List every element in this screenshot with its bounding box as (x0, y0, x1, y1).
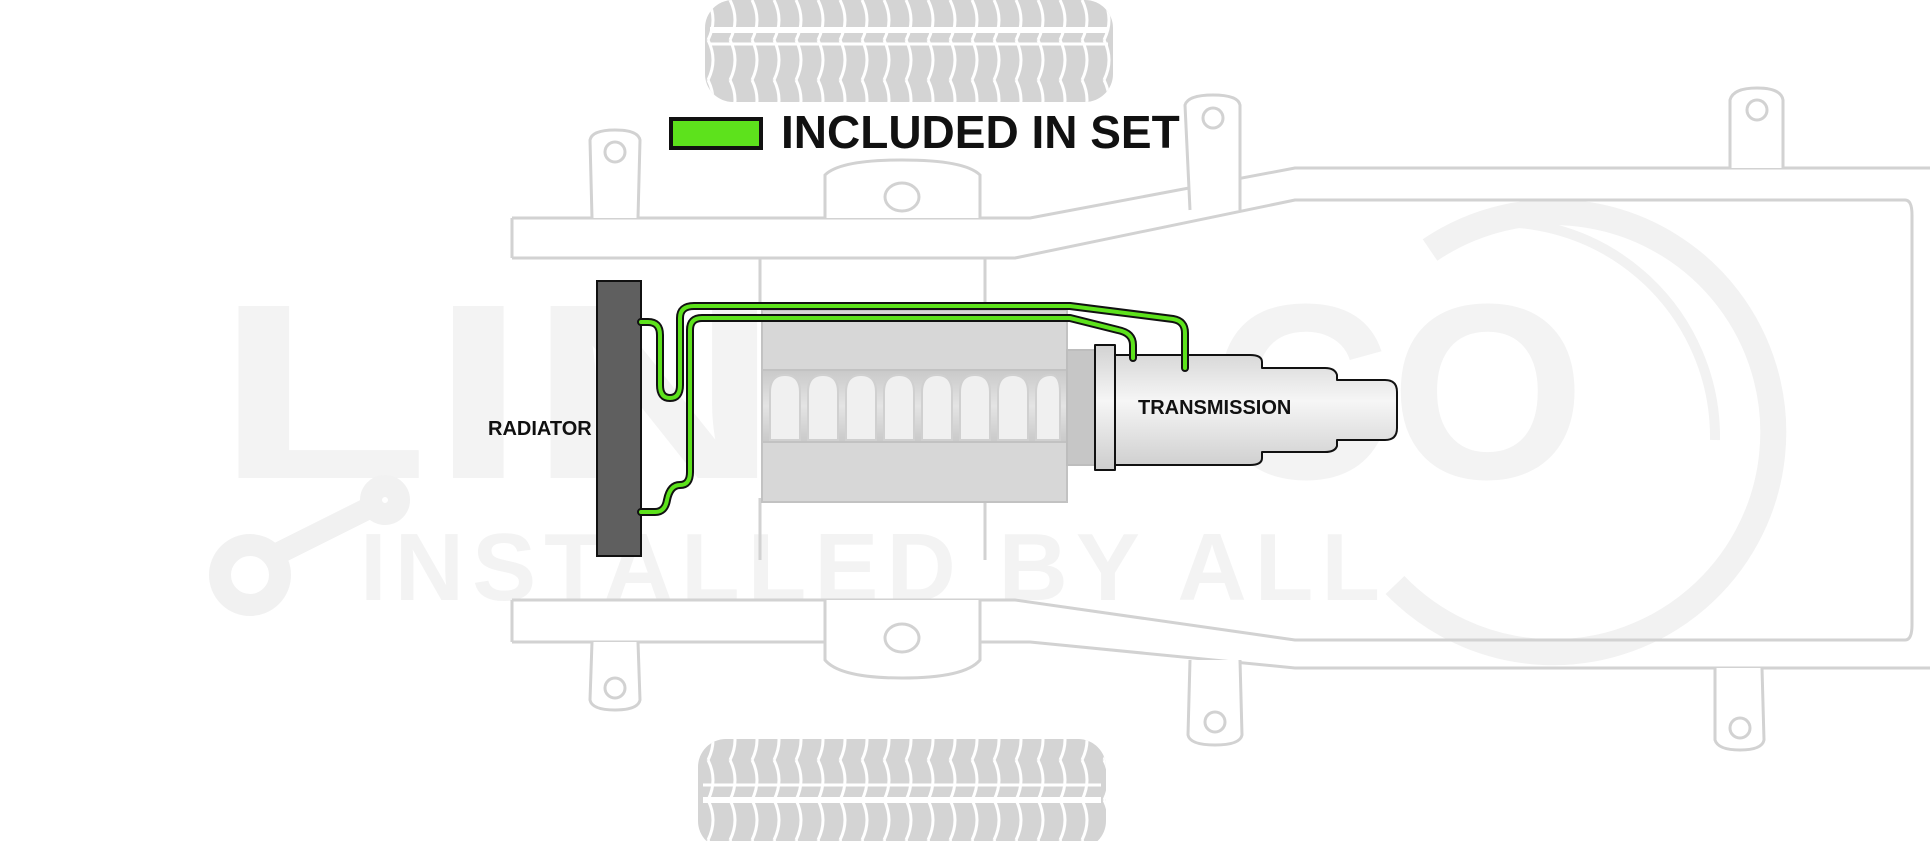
front-tire-bottom (698, 739, 1106, 841)
cooler-lines (637, 302, 1189, 516)
legend-label: INCLUDED IN SET (781, 106, 1180, 158)
transmission: TRANSMISSION (1094, 344, 1398, 471)
wrench-logo-icon (209, 475, 410, 616)
legend-swatch (669, 117, 763, 150)
engine-block (761, 309, 1098, 503)
radiator: RADIATOR (488, 280, 642, 557)
transmission-label: TRANSMISSION (1138, 397, 1291, 419)
swoosh-logo-icon (1385, 199, 1787, 666)
vehicle-frame (510, 86, 1930, 752)
radiator-label: RADIATOR (488, 418, 592, 440)
front-tire-top (705, 0, 1113, 102)
legend: INCLUDED IN SET (669, 106, 1180, 158)
